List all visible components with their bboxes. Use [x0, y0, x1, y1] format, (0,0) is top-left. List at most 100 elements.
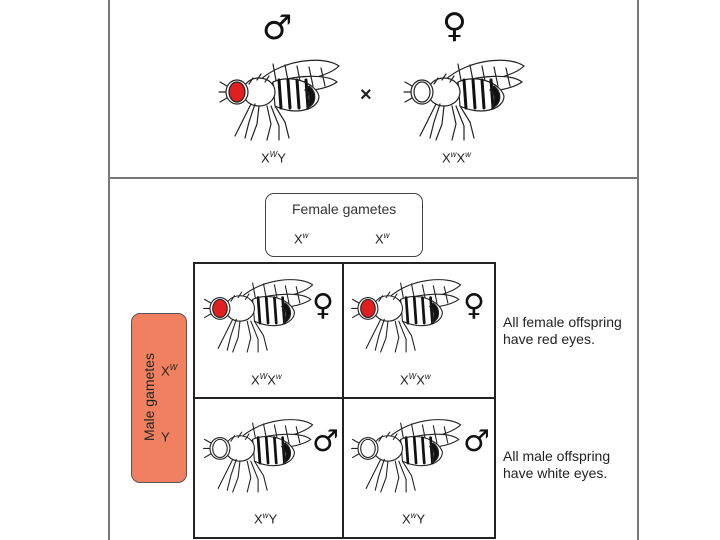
- punnett-grid-hline: [193, 397, 496, 399]
- frame-left-border: [108, 0, 110, 540]
- male-gametes-box: Male gametes XW Y: [131, 313, 187, 483]
- wing-vein: [308, 66, 314, 87]
- leg: [451, 105, 457, 141]
- abdomen-stripe: [412, 436, 418, 465]
- leg: [365, 318, 382, 349]
- bristles: [378, 431, 398, 442]
- female-gametes-title: Female gametes: [292, 201, 397, 217]
- female-gamete-2: Xw: [375, 231, 390, 247]
- leg: [266, 105, 272, 141]
- leg: [226, 318, 237, 351]
- bristles: [433, 73, 455, 85]
- punnett-grid-vline: [342, 262, 344, 539]
- cross-sign: ×: [360, 84, 372, 106]
- abdomen-stripe: [264, 296, 270, 325]
- wing-vein: [432, 285, 438, 304]
- abdomen-stripe: [273, 296, 278, 325]
- leg: [429, 103, 441, 139]
- leg: [217, 458, 234, 489]
- leg: [374, 458, 385, 491]
- leg: [380, 320, 389, 353]
- leg: [459, 105, 475, 139]
- bristles: [378, 291, 398, 302]
- fly-drawing: [403, 59, 525, 141]
- leg: [419, 103, 437, 137]
- male-parent-genotype: XWY: [261, 150, 286, 166]
- leg: [394, 460, 400, 493]
- leg: [226, 458, 237, 491]
- leg: [217, 318, 234, 349]
- bristles: [230, 291, 250, 302]
- antenna: [351, 298, 360, 319]
- leg: [253, 460, 268, 491]
- female-symbol: ♀: [442, 6, 467, 46]
- fly-drawing: [203, 419, 314, 493]
- fly-drawing: [351, 419, 462, 493]
- abdomen-stripe: [277, 78, 283, 110]
- eye: [360, 438, 376, 459]
- eye: [228, 81, 246, 103]
- leg: [270, 105, 280, 141]
- abdomen-stripe: [429, 436, 434, 465]
- leg: [244, 103, 256, 139]
- leg: [374, 318, 385, 351]
- leg: [435, 105, 445, 141]
- punnett-grid: [193, 262, 496, 539]
- offspring-fly-4: [351, 419, 462, 493]
- abdomen-stripe: [256, 436, 262, 465]
- abdomen-stripe: [429, 296, 434, 325]
- abdomen-stripe: [480, 78, 486, 110]
- offspring-2-genotype: XWXw: [400, 372, 431, 388]
- offspring-4-symbol: ♂: [463, 424, 490, 459]
- antenna: [218, 81, 228, 103]
- wing-vein: [295, 426, 301, 444]
- abdomen-tip: [304, 85, 316, 110]
- frame-right-border: [637, 0, 639, 540]
- offspring-3-genotype: XwY: [254, 511, 278, 527]
- abdomen-stripe: [471, 78, 477, 110]
- wing-vein: [284, 425, 290, 444]
- offspring-fly-3: [203, 419, 314, 493]
- abdomen-stripe: [404, 436, 410, 465]
- leg: [394, 320, 400, 353]
- offspring-1-genotype: XWXw: [251, 372, 282, 388]
- leg: [398, 320, 407, 353]
- leg: [246, 320, 252, 353]
- abdomen-stripe: [295, 78, 301, 110]
- offspring-2-symbol: ♀: [463, 288, 485, 323]
- female-parent-genotype: XwXw: [442, 150, 471, 166]
- abdomen-stripe: [273, 436, 278, 465]
- bristles: [248, 73, 270, 85]
- antenna: [403, 81, 413, 103]
- abdomen-stripe: [421, 436, 426, 465]
- eye: [212, 298, 228, 319]
- female-parent-fly: [403, 59, 525, 141]
- male-gamete-2: Y: [161, 429, 170, 445]
- offspring-fly-1: [203, 279, 314, 353]
- abdomen-stripe: [256, 296, 262, 325]
- wing-vein: [493, 66, 499, 87]
- leg: [250, 460, 259, 493]
- leg: [401, 460, 416, 491]
- leg: [250, 105, 260, 141]
- abdomen-stripe: [404, 296, 410, 325]
- male-gametes-title: Male gametes: [141, 353, 157, 441]
- abdomen-stripe: [286, 78, 292, 110]
- abdomen-stripe: [304, 78, 310, 110]
- leg: [232, 320, 241, 353]
- offspring-4-genotype: XwY: [402, 511, 426, 527]
- wing-vein: [295, 286, 301, 304]
- male-gamete-1: XW: [161, 363, 178, 379]
- abdomen-tip: [280, 302, 292, 325]
- leg: [232, 460, 241, 493]
- fly-drawing: [218, 59, 340, 141]
- male-symbol: ♂: [262, 8, 293, 48]
- fly-drawing: [203, 279, 314, 353]
- offspring-3-symbol: ♂: [312, 424, 339, 459]
- antenna: [203, 438, 212, 459]
- bristles: [230, 431, 250, 442]
- frame-divider: [108, 177, 639, 179]
- abdomen-stripe: [412, 296, 418, 325]
